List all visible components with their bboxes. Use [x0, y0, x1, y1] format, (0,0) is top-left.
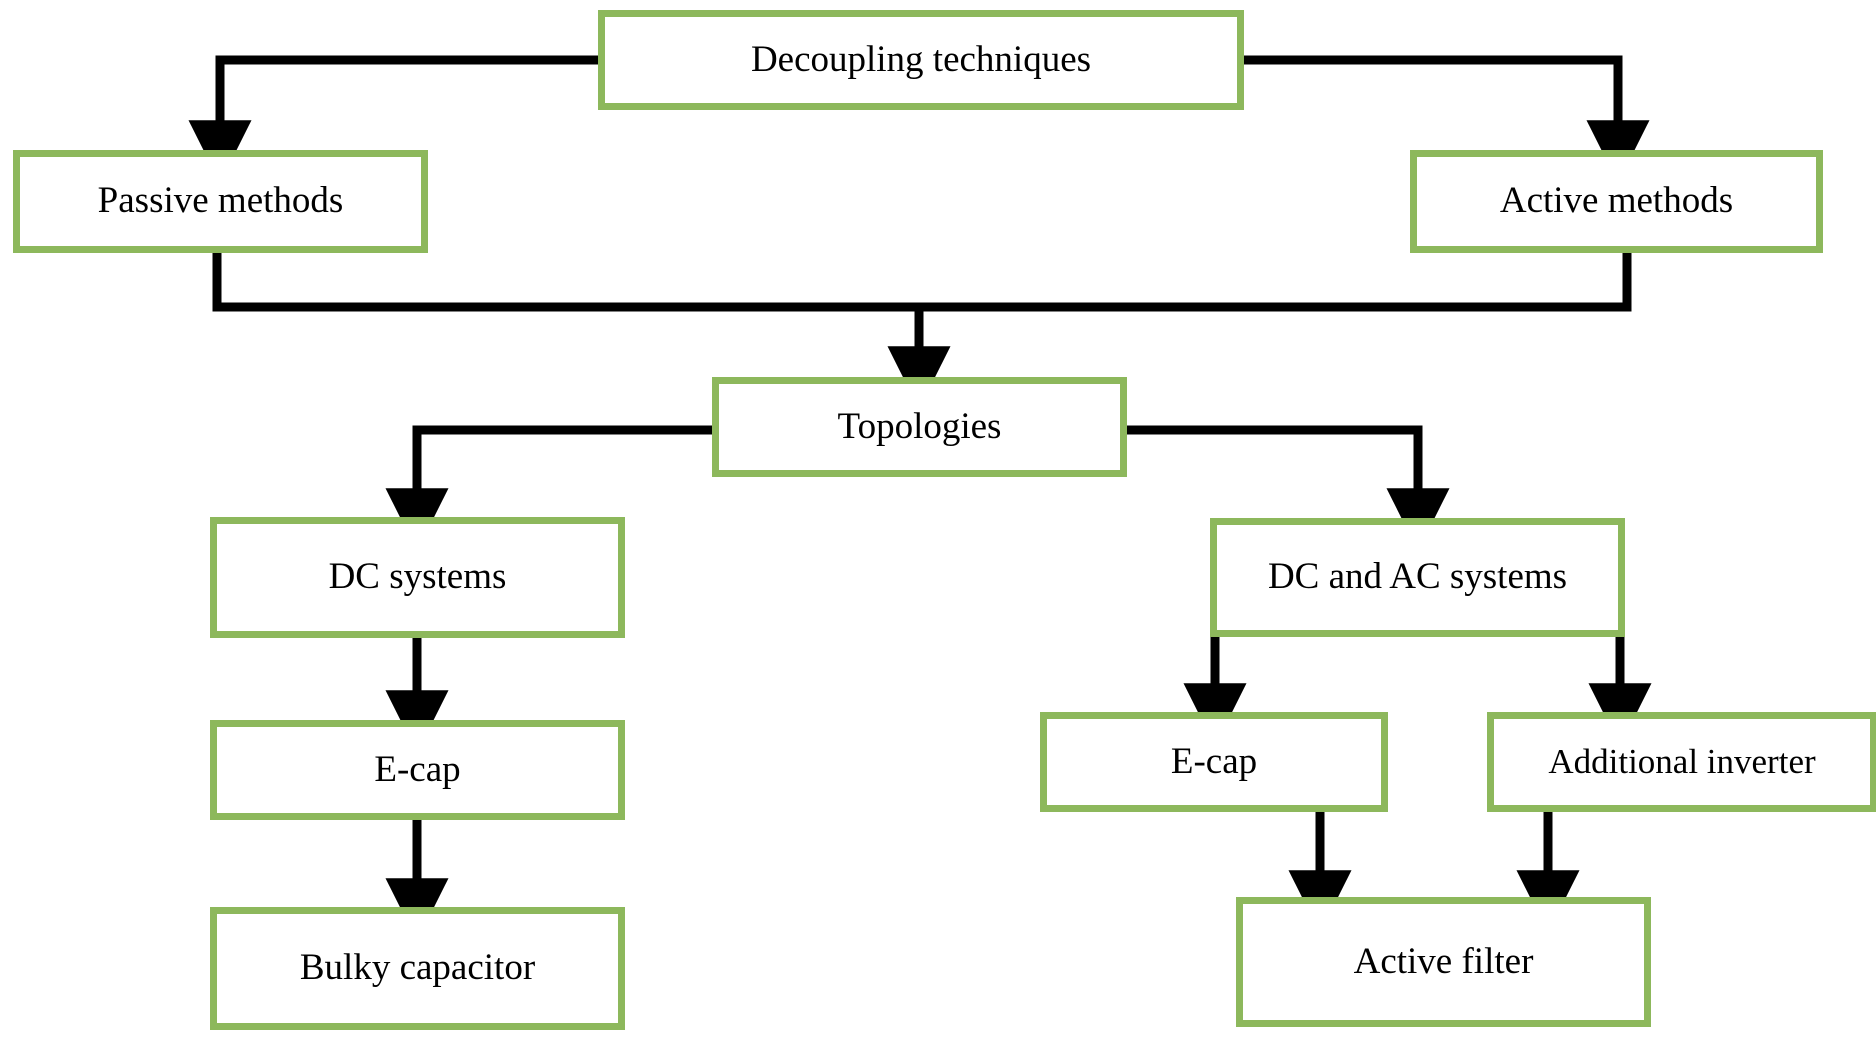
edge-topologies-to-dc-and-ac-systems	[1124, 425, 1450, 552]
node-active-methods[interactable]: Active methods	[1410, 150, 1823, 253]
edge-passive-to-topologies	[212, 250, 951, 410]
node-decoupling-techniques[interactable]: Decoupling techniques	[598, 10, 1244, 110]
node-label: E-cap	[374, 748, 461, 790]
edge-active-to-topologies	[919, 250, 1632, 312]
node-label: DC systems	[328, 556, 507, 598]
node-bulky-capacitor[interactable]: Bulky capacitor	[210, 907, 625, 1030]
node-label: Active methods	[1499, 180, 1734, 222]
node-dc-and-ac-systems[interactable]: DC and AC systems	[1210, 518, 1625, 637]
node-e-cap-left[interactable]: E-cap	[210, 720, 625, 820]
node-label: Additional inverter	[1548, 741, 1816, 781]
node-additional-inverter[interactable]: Additional inverter	[1487, 712, 1876, 812]
node-dc-systems[interactable]: DC systems	[210, 517, 625, 638]
edge-decoupling-to-active	[1244, 55, 1650, 184]
node-label: E-cap	[1170, 740, 1258, 782]
node-e-cap-right[interactable]: E-cap	[1040, 712, 1388, 812]
node-label: Active filter	[1353, 940, 1534, 982]
node-label: Passive methods	[97, 180, 344, 222]
node-passive-methods[interactable]: Passive methods	[13, 150, 428, 253]
edge-decoupling-to-passive	[188, 55, 598, 184]
node-label: DC and AC systems	[1267, 556, 1568, 598]
node-label: Bulky capacitor	[299, 947, 536, 989]
node-topologies[interactable]: Topologies	[712, 377, 1127, 477]
node-label: Topologies	[837, 405, 1002, 447]
node-label: Decoupling techniques	[750, 38, 1092, 80]
node-active-filter[interactable]: Active filter	[1236, 897, 1651, 1027]
edge-topologies-to-dc-systems	[385, 425, 715, 552]
